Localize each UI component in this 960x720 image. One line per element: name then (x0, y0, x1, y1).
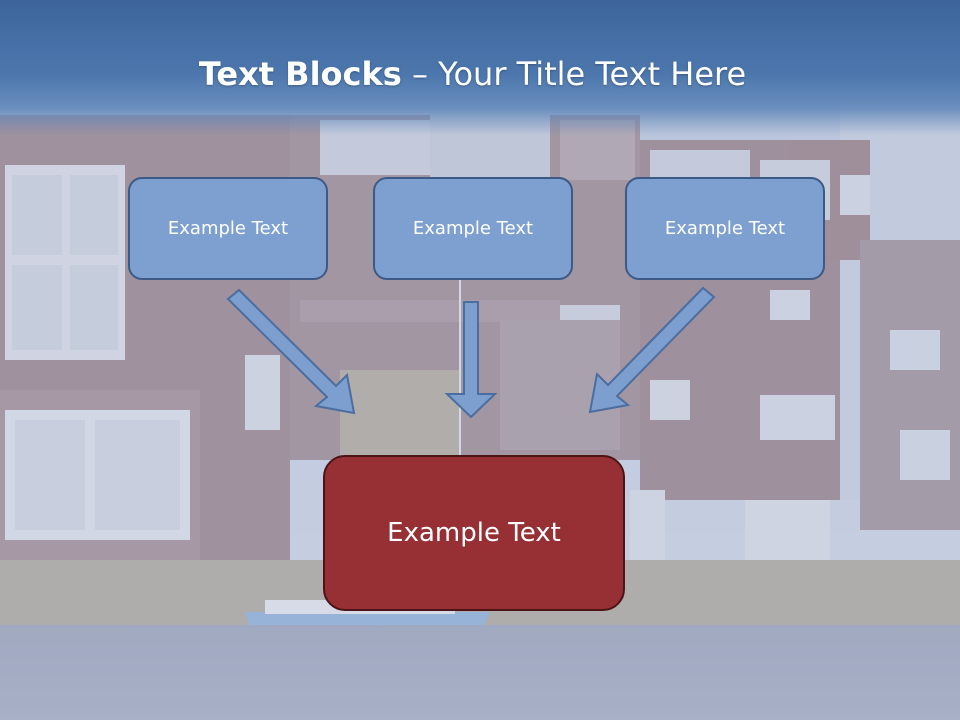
text-block-3[interactable]: Example Text (625, 177, 825, 280)
title-rest: Your Title Text Here (438, 55, 747, 93)
text-block-2-label: Example Text (412, 218, 534, 239)
slide-title: Text Blocks – Your Title Text Here (0, 52, 945, 96)
text-block-3-label: Example Text (664, 218, 786, 239)
text-block-2[interactable]: Example Text (373, 177, 573, 280)
title-dash: – (411, 55, 428, 93)
text-block-1[interactable]: Example Text (128, 177, 328, 280)
title-band (0, 0, 960, 135)
result-text-block-label: Example Text (387, 518, 561, 548)
text-block-1-label: Example Text (167, 218, 289, 239)
result-text-block[interactable]: Example Text (323, 455, 625, 611)
title-bold-part: Text Blocks (198, 55, 402, 93)
